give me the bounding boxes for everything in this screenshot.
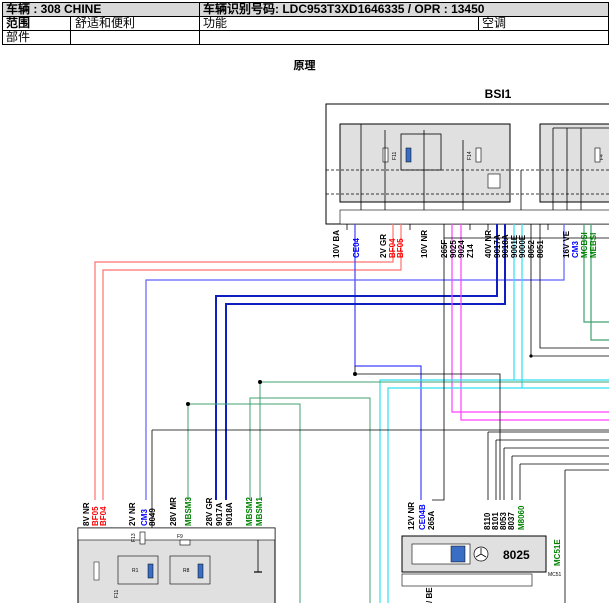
lower-wire-label-10: 9018A: [225, 502, 234, 526]
bsi-wire-label-19: MCBSI: [580, 232, 589, 258]
lower-wire-label-7: MBSM3: [184, 497, 193, 526]
module-wire-label-9: MC51: [548, 572, 562, 578]
vin-cell: 车辆识别号码: LDC953T3XD1646335 / OPR : 13450: [199, 2, 609, 17]
lower-wire-label-5: 8049: [148, 508, 157, 526]
bsi-wire-label-15: 8052: [527, 240, 536, 258]
module-wire-label-2: 265A: [427, 511, 436, 530]
bsi-wire-label-11: 9017A: [493, 234, 502, 258]
bsi-wire-label-14: 9000E: [518, 234, 527, 258]
relay-label-r8: R8: [183, 568, 190, 574]
header-table: 车辆 : 308 CHINE 车辆识别号码: LDC953T3XD1646335…: [2, 2, 609, 45]
module-8025-label: 8025: [503, 548, 530, 562]
lower-wire-label-0: 8V NR: [82, 502, 91, 526]
relay-coil-r1: [147, 563, 154, 579]
fuse-label-f11: F11: [392, 152, 398, 160]
bsi-wire-label-5: 10V NR: [420, 230, 429, 258]
fuse-label-f14: F14: [467, 151, 473, 160]
part-cell: 部件: [2, 30, 200, 45]
module-wire-label-0: 12V NR: [407, 502, 416, 530]
lower-wire-label-2: BF04: [99, 506, 108, 526]
vehicle-label: 车辆 : 308 CHINE: [2, 2, 200, 17]
lower-wire-label-6: 28V MR: [169, 497, 178, 526]
bsi-wire-label-20: MEBSI: [589, 233, 598, 258]
scope-label: 范围: [4, 17, 71, 30]
fuse-label-f11-lower: F11: [114, 590, 120, 598]
scope-value: 舒适和便利: [75, 16, 136, 30]
fuse-f9: [179, 539, 191, 546]
bsi-relay: [400, 133, 442, 171]
relay-label-r1: R1: [132, 568, 139, 574]
lower-wire-label-4: CM3: [140, 509, 149, 526]
bsi-wire-label-17: 16V VE: [562, 230, 571, 258]
module-8025-display: [450, 545, 466, 563]
lower-pin-strip: [77, 527, 276, 541]
lower-connector-icon: [93, 561, 100, 581]
bsi-pin-strip: [339, 209, 609, 225]
bsi-chip: [487, 173, 501, 189]
bsi-wire-label-10: 40V NR: [484, 230, 493, 258]
bsi-wire-label-16: 8051: [536, 240, 545, 258]
bsi-wire-label-7: 9025: [449, 240, 458, 258]
bsi-relay-coil: [405, 147, 412, 163]
vin-label: 车辆识别号码:: [203, 2, 279, 16]
bsi-wire-label-3: BF04: [388, 238, 397, 258]
fuse-label-f13: F13: [131, 533, 137, 542]
lower-module-box: [77, 527, 276, 603]
bsi-wire-label-8: 9024: [457, 240, 466, 258]
bsi-wire-label-6: 265F: [440, 240, 449, 258]
module-wire-label-3: 8110: [483, 512, 492, 530]
module-wire-label-8: MC51E: [553, 539, 562, 566]
bsi-title: BSI1: [485, 87, 512, 101]
module-wire-label-5: 8053: [499, 512, 508, 530]
fuse-f13: [139, 531, 146, 545]
fuse-f11: [382, 147, 389, 163]
fuse-label-f4: F4: [599, 154, 605, 160]
bsi-wire-label-18: CM3: [571, 241, 580, 258]
module-wire-label-1: CE04B: [418, 504, 427, 530]
bsi-wire-label-0: 10V BA: [332, 230, 341, 258]
diagram-title: 原理: [293, 60, 316, 72]
module-wire-label-6: 8037: [507, 512, 516, 530]
bsi-inner-left: [339, 123, 511, 203]
bsi-wire-label-1: CE04: [352, 237, 361, 258]
module-wire-label-10: / BE: [425, 587, 434, 603]
fuse-f4: [594, 147, 601, 163]
bsi-wire-label-9: Z14: [466, 244, 475, 258]
relay-coil-r8: [197, 563, 204, 579]
lower-wire-label-8: 28V GR: [205, 497, 214, 526]
lower-wire-label-9: 9017A: [215, 502, 224, 526]
scope-cell: 范围舒适和便利: [2, 16, 200, 31]
module-wire-label-4: 8101: [491, 512, 500, 530]
module-8025-pin-strip: [401, 573, 533, 587]
bsi-wire-label-13: 9001E: [510, 234, 519, 258]
bsi-wire-label-4: BF05: [396, 238, 405, 258]
part-value: [199, 30, 609, 45]
lower-wire-label-1: BF05: [91, 506, 100, 526]
part-label: 部件: [4, 31, 71, 44]
lower-wire-label-3: 2V NR: [128, 502, 137, 526]
module-wire-label-7: M8060: [517, 505, 526, 530]
lower-wire-label-11: MBSM2: [245, 497, 254, 526]
fuse-label-f9: F9: [177, 534, 183, 540]
fuse-f14: [475, 147, 482, 163]
bsi-wire-label-2: 2V GR: [379, 234, 388, 258]
bsi-wire-label-12: 9018A: [501, 234, 510, 258]
vin-value: LDC953T3XD1646335 / OPR : 13450: [282, 2, 485, 16]
lower-wire-label-12: MBSM1: [255, 497, 264, 526]
bsi-inner-right: [539, 123, 609, 203]
